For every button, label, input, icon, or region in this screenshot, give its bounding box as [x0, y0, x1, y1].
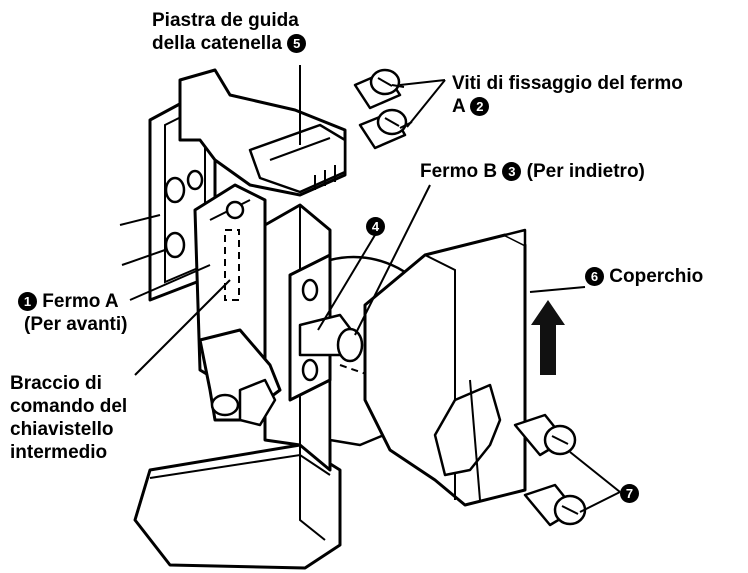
label-chain-guide-line2: della catenella 5 — [152, 32, 307, 55]
label-fixing-screws-line1: Viti di fissaggio del fermo — [452, 73, 683, 94]
label-chain-guide-line2-text: della catenella — [152, 33, 282, 54]
label-stop-a-text: Fermo A — [42, 291, 119, 312]
screw-icon — [513, 413, 577, 457]
label-cover: 6 Coperchio — [585, 265, 703, 288]
label-fixing-screws-line2: A 2 — [452, 95, 683, 118]
label-chain-guide-line1: Piastra de guida — [152, 10, 299, 31]
screw-icon — [523, 483, 587, 527]
label-fixing-screws-line2-text: A — [452, 96, 466, 117]
label-latch-arm: Braccio di comando del chiavistello inte… — [10, 372, 127, 464]
label-cover-text: Coperchio — [609, 266, 704, 287]
label-latch-arm-line4: intermedio — [10, 442, 108, 463]
label-latch-arm-line2: comando del — [10, 396, 128, 417]
badge-7: 7 — [620, 484, 639, 503]
leader-lines — [119, 65, 621, 513]
label-item-7: 7 — [620, 482, 639, 505]
label-stop-b-text: Fermo B — [420, 161, 498, 182]
screw-icon — [353, 68, 402, 110]
badge-4: 4 — [366, 217, 385, 236]
badge-5: 5 — [287, 34, 307, 53]
up-arrow-icon — [531, 300, 565, 375]
screw-icon — [358, 108, 408, 150]
chain-guide-plate — [178, 68, 347, 197]
badge-1: 1 — [18, 292, 37, 311]
latch-control-arm — [198, 328, 282, 427]
bottom-screws — [513, 413, 587, 527]
cover — [363, 228, 527, 507]
badge-6: 6 — [585, 267, 604, 286]
label-stop-a-line2: (Per avanti) — [24, 314, 128, 335]
label-latch-arm-line1: Braccio di — [10, 373, 102, 394]
label-fixing-screws: Viti di fissaggio del fermo A 2 — [452, 72, 683, 118]
label-stop-a-line1: 1 Fermo A — [18, 290, 127, 313]
label-stop-b-direction: (Per indietro) — [526, 161, 645, 182]
label-item-4: 4 — [366, 215, 385, 238]
label-latch-arm-line3: chiavistello — [10, 419, 114, 440]
badge-3: 3 — [502, 162, 522, 181]
label-stop-b: Fermo B 3 (Per indietro) — [420, 160, 645, 183]
base-plate — [133, 443, 342, 570]
top-screws — [353, 68, 408, 150]
label-chain-guide-plate: Piastra de guida della catenella 5 — [152, 9, 307, 55]
badge-2: 2 — [470, 97, 490, 116]
label-stop-a: 1 Fermo A (Per avanti) — [18, 290, 127, 336]
